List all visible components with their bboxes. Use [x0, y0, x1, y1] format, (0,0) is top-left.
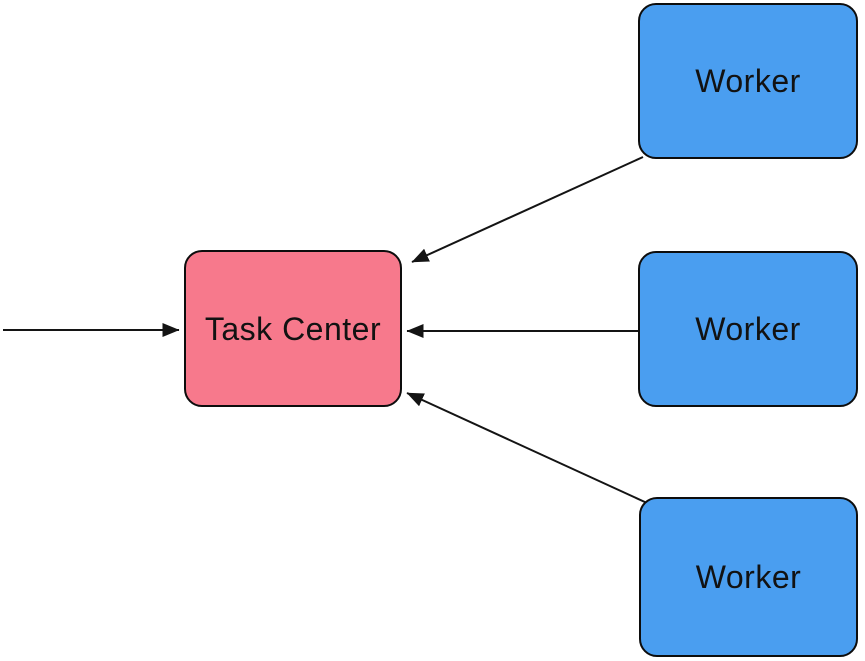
worker-node-2: Worker: [638, 251, 858, 407]
worker-node-3: Worker: [639, 497, 858, 657]
task-center-node: Task Center: [184, 250, 402, 407]
edge-worker-3-to-task-center: [406, 392, 648, 504]
worker-2-label: Worker: [695, 311, 801, 347]
worker-3-label: Worker: [695, 559, 802, 595]
edge-worker-1-to-task-center: [411, 156, 644, 263]
task-center-label: Task Center: [204, 310, 382, 347]
worker-node-1: Worker: [638, 3, 858, 159]
worker-1-label: Worker: [695, 63, 801, 99]
